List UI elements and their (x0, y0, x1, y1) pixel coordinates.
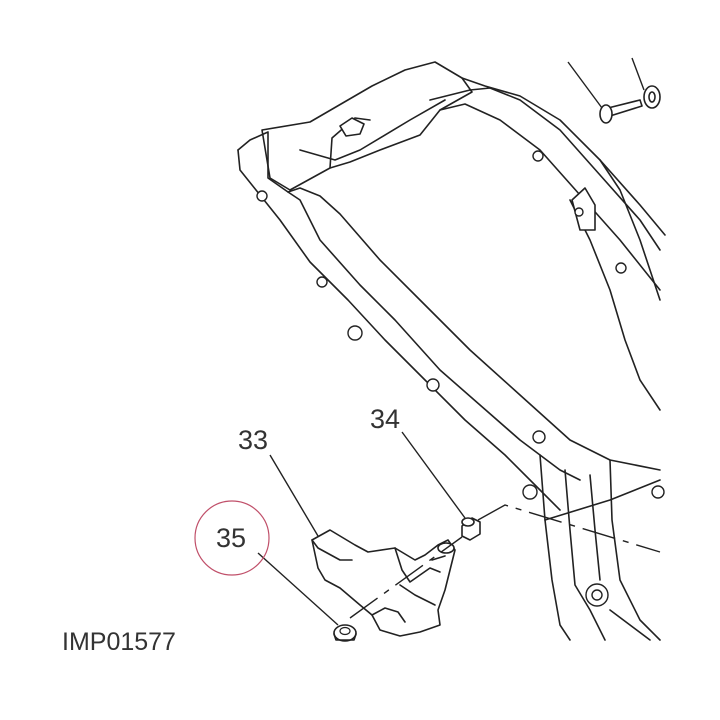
frame-left-rail (237, 131, 581, 481)
bolt-assembly-top-right (567, 57, 661, 124)
highlight-circle-35 (194, 500, 270, 576)
bolt-shank (607, 99, 643, 117)
leader-33 (269, 454, 319, 537)
leader-34 (401, 431, 466, 519)
frame-linework (237, 61, 666, 641)
bolt-head (599, 104, 613, 124)
bushing-part-34 (461, 517, 481, 541)
nut-part-35 (333, 624, 357, 642)
bracket-part-33 (311, 529, 456, 637)
drawing-code: IMP01577 (62, 628, 176, 656)
assembly-axis-line (349, 504, 661, 619)
callout-34: 34 (370, 404, 400, 434)
callout-33: 33 (238, 425, 268, 455)
leader-35 (257, 552, 339, 626)
frame-top-plate (261, 61, 473, 191)
callout-35: 35 (216, 523, 246, 553)
